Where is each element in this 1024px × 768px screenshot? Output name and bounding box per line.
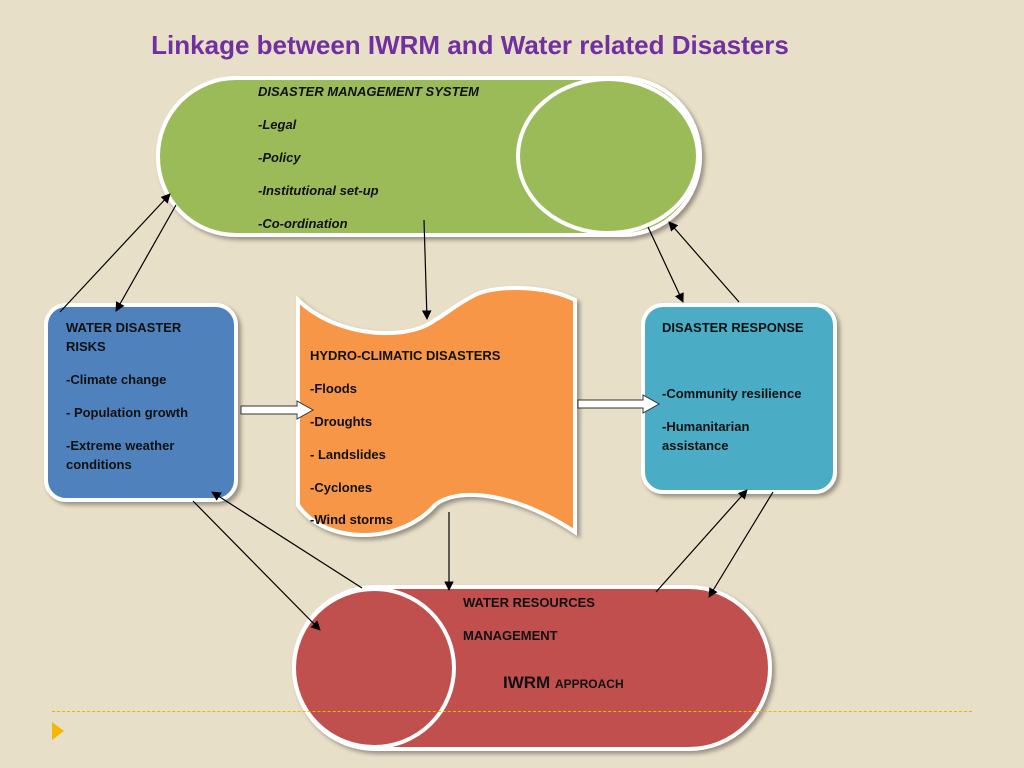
arrow-wrm-to-risks [211, 491, 363, 589]
page-title: Linkage between IWRM and Water related D… [151, 30, 789, 60]
water-resources-management-shape: WATER RESOURCES MANAGEMENT IWRM APPROACH [292, 585, 772, 751]
arrow-dms-to-risks [115, 204, 177, 312]
arrow-dms-to-hcd [421, 219, 432, 320]
arrow-response-to-dms [668, 221, 740, 303]
arrow-risks-to-wrm [192, 500, 321, 631]
wdr-item-climate: -Climate change [66, 372, 166, 387]
hcd-item-floods: -Floods [310, 381, 357, 396]
footer-triangle-icon [52, 722, 64, 740]
block-arrow-risks-to-hcd [240, 400, 315, 420]
dms-heading: DISASTER MANAGEMENT SYSTEM [258, 84, 480, 99]
wdr-item-extreme: -Extreme weather [66, 438, 174, 453]
arrow-risks-to-dms [59, 193, 171, 313]
arrow-wrm-to-response [655, 489, 748, 593]
wdr-item-extreme-cont: conditions [66, 457, 132, 472]
wdr-item-population: - Population growth [66, 405, 188, 420]
wdr-heading-line2: RISKS [66, 339, 106, 354]
water-disaster-risks-box: WATER DISASTER RISKS -Climate change - P… [44, 303, 238, 502]
arrow-response-to-wrm [708, 491, 774, 598]
dms-item-policy: -Policy [258, 150, 301, 165]
dr-item-community: -Community resilience [662, 386, 801, 401]
footer-divider [52, 711, 972, 712]
block-arrows [240, 394, 661, 420]
connector-arrows [59, 193, 774, 631]
dr-heading: DISASTER RESPONSE [662, 320, 804, 335]
hcd-item-landslides: - Landslides [310, 447, 386, 462]
dms-item-coordination: -Co-ordination [258, 216, 348, 231]
wrm-iwrm-label: IWRM [503, 673, 550, 692]
hcd-item-windstorms: -Wind storms [310, 512, 393, 527]
arrow-dms-to-response [647, 226, 684, 303]
dms-item-institutional: -Institutional set-up [258, 183, 379, 198]
dr-item-humanitarian: -Humanitarian [662, 419, 749, 434]
wrm-line1: WATER RESOURCES [463, 595, 595, 610]
disaster-response-box: DISASTER RESPONSE -Community resilience … [641, 303, 837, 494]
wrm-line2: MANAGEMENT [463, 628, 558, 643]
block-arrow-hcd-to-response [577, 394, 661, 414]
hcd-item-cyclones: -Cyclones [310, 480, 372, 495]
hcd-item-droughts: -Droughts [310, 414, 372, 429]
wdr-heading-line1: WATER DISASTER [66, 320, 182, 335]
hydro-climatic-disasters-shape: HYDRO-CLIMATIC DISASTERS -Floods -Drough… [296, 286, 577, 537]
disaster-management-system-shape: DISASTER MANAGEMENT SYSTEM -Legal -Polic… [156, 76, 702, 237]
hcd-heading: HYDRO-CLIMATIC DISASTERS [310, 348, 501, 363]
dms-item-legal: -Legal [258, 117, 297, 132]
wrm-approach-label: APPROACH [555, 677, 624, 691]
wrm-iwrm: IWRM APPROACH [503, 673, 624, 692]
dr-item-humanitarian-cont: assistance [662, 438, 729, 453]
